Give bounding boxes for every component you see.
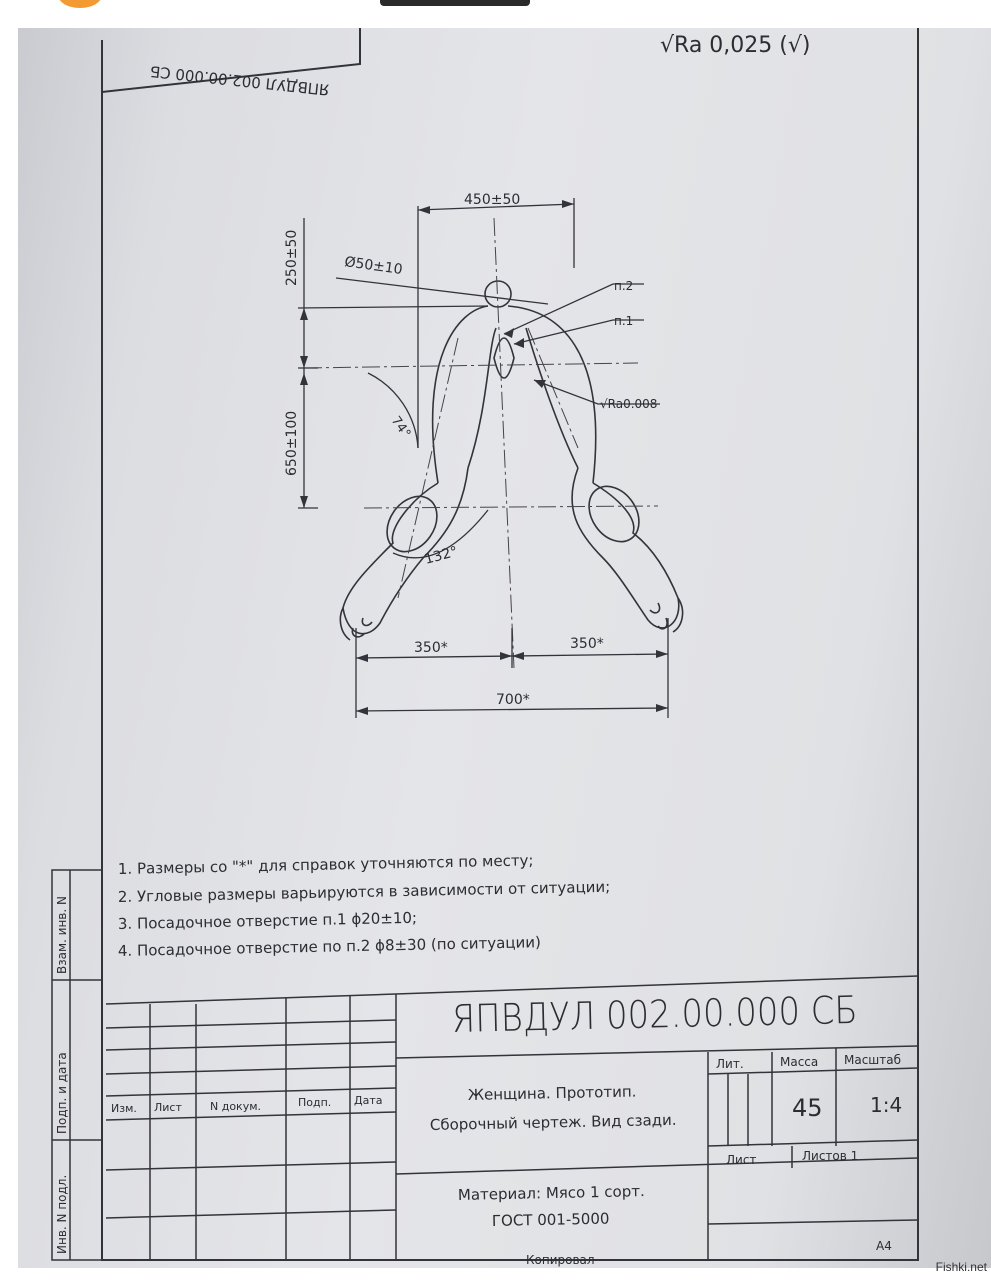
format-label: А4 <box>876 1239 892 1253</box>
material-1: Материал: Мясо 1 сорт. <box>458 1182 645 1204</box>
dim-total: 700* <box>496 692 530 708</box>
top-bar <box>0 0 991 28</box>
angle-1: 74° <box>388 414 414 441</box>
drawing-sheet: ЯПВДУЛ 002.00.000 СБ √Ra 0,025 (√) <box>18 28 991 1268</box>
dim-left: 350* <box>414 640 448 656</box>
dim-top: 450±50 <box>464 192 520 208</box>
note-2: 2. Угловые размеры варьируются в зависим… <box>118 878 611 906</box>
note-1: 1. Размеры со "*" для справок уточняются… <box>118 851 534 878</box>
sheet-label: Лист <box>726 1153 756 1167</box>
angle-2: 132° <box>423 544 460 568</box>
watermark: Fishki.net <box>935 1260 987 1274</box>
callout-p1: п.1 <box>614 314 633 328</box>
scale-value: 1:4 <box>870 1093 902 1117</box>
mass-header: Масса <box>780 1055 818 1069</box>
designation: ЯПВДУЛ 002.00.000 СБ <box>451 988 858 1041</box>
title-block-grid <box>105 975 919 1260</box>
figure-outline <box>339 280 684 641</box>
sheet-frame <box>101 28 919 1261</box>
top-edge-strip <box>380 0 530 6</box>
material-2: ГОСТ 001-5000 <box>492 1210 610 1230</box>
center-lines <box>303 217 659 669</box>
dim-diameter: Ø50±10 <box>343 254 403 278</box>
side-strip <box>51 869 103 1261</box>
note-3: 3. Посадочное отверстие п.1 ϕ20±10; <box>118 909 417 933</box>
col-header-doc: N докум. <box>210 1100 261 1113</box>
sheets-label: Листов 1 <box>802 1149 858 1163</box>
side-label-2: Подп. и дата <box>55 1052 69 1134</box>
copied-label: Копировал <box>526 1253 595 1267</box>
dim-vertical-2: 650±100 <box>284 411 300 476</box>
side-label-1: Инв. N подл. <box>55 1175 69 1254</box>
col-header-izm: Изм. <box>111 1102 137 1115</box>
col-header-list: Лист <box>154 1101 182 1114</box>
callout-roughness: √Ra0.008 <box>600 397 657 411</box>
drawing-svg: ЯПВДУЛ 002.00.000 СБ √Ra 0,025 (√) <box>51 28 919 1267</box>
note-4: 4. Посадочное отверстие по п.2 ϕ8±30 (по… <box>118 933 541 960</box>
col-header-sign: Подп. <box>298 1096 331 1109</box>
dimension-lines <box>297 198 669 718</box>
mass-value: 45 <box>792 1094 823 1122</box>
arrowheads <box>300 200 668 715</box>
mirrored-stamp: ЯПВДУЛ 002.00.000 СБ <box>149 62 330 99</box>
roughness-mark: √Ra 0,025 (√) <box>660 33 810 58</box>
litera-header: Лит. <box>716 1057 744 1071</box>
notes-list: 1. Размеры со "*" для справок уточняются… <box>118 851 611 960</box>
callout-p2: п.2 <box>614 279 633 293</box>
side-label-3: Взам. инв. N <box>55 896 69 974</box>
drawing-name-1: Женщина. Прототип. <box>468 1082 637 1104</box>
dim-right: 350* <box>570 636 604 652</box>
scale-header: Масштаб <box>844 1053 901 1067</box>
drawing-name-2: Сборочный чертеж. Вид сзади. <box>430 1111 677 1134</box>
app-logo-icon <box>58 0 102 8</box>
dim-vertical-1: 250±50 <box>284 230 300 286</box>
col-header-date: Дата <box>354 1094 382 1107</box>
